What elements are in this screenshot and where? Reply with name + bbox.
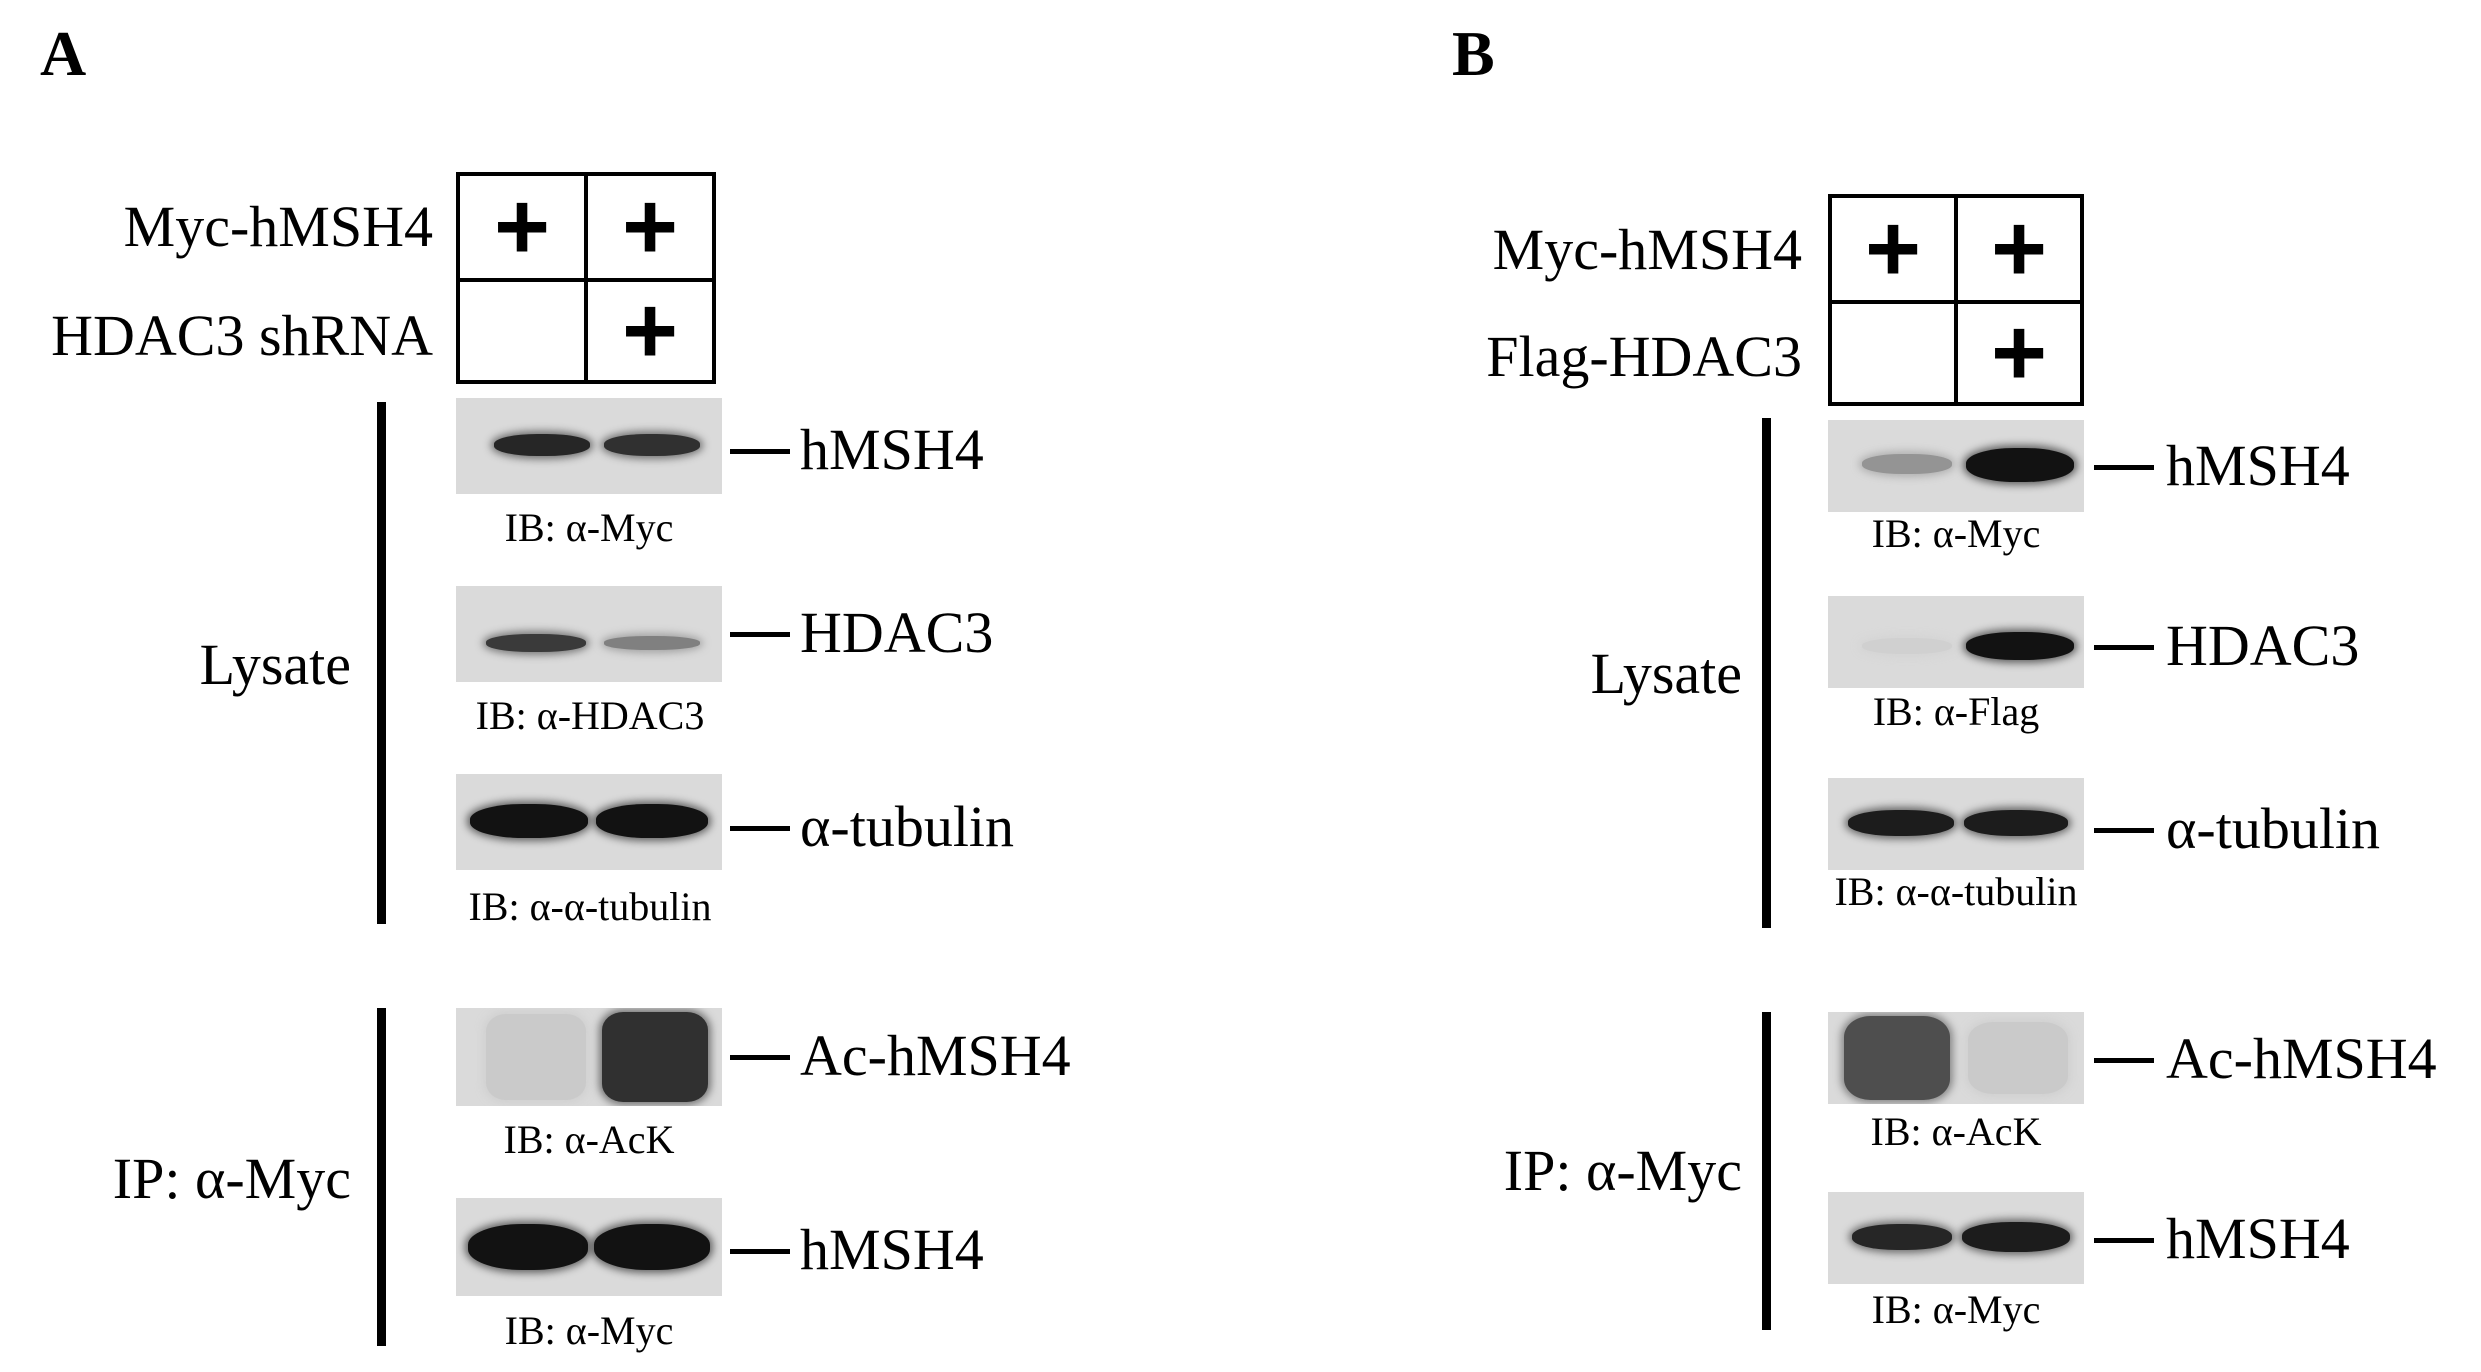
ib-label: IB: α-AcK — [1870, 1109, 2042, 1154]
condition-label-hdac3-shrna: HDAC3 shRNA — [51, 303, 433, 368]
group-label-lysate: Lysate — [1590, 641, 1742, 706]
grid-divider — [460, 278, 712, 282]
ib-label: IB: α-Myc — [504, 505, 674, 550]
ip-bracket — [377, 1008, 386, 1346]
marker-dash — [2094, 1238, 2154, 1243]
marker-dash — [730, 826, 790, 831]
plus-sign: + — [493, 173, 551, 280]
marker-dash — [2094, 465, 2154, 470]
western-blot — [456, 774, 722, 870]
ib-label: IB: α-α-tubulin — [1834, 869, 2078, 914]
blot-band — [1852, 1224, 1952, 1250]
blot-band — [1966, 632, 2074, 660]
group-label-lysate: Lysate — [199, 632, 351, 697]
marker-dash — [2094, 1058, 2154, 1063]
blot-band — [494, 434, 590, 456]
empty-cell — [460, 282, 584, 380]
ib-label: IB: α-Flag — [1872, 689, 2040, 734]
blot-band — [1862, 638, 1952, 654]
plus-sign: + — [621, 277, 679, 384]
western-blot — [1828, 1192, 2084, 1284]
empty-cell — [1832, 304, 1954, 402]
blot-band — [486, 634, 586, 652]
marker-dash — [730, 1249, 790, 1254]
western-blot — [1828, 778, 2084, 870]
protein-label: hMSH4 — [2166, 1206, 2350, 1271]
blot-band — [1968, 1022, 2068, 1094]
western-blot — [1828, 1012, 2084, 1104]
blot-band — [1862, 454, 1952, 474]
condition-label-myc-hmsh4: Myc-hMSH4 — [1492, 217, 1802, 282]
blot-band — [486, 1014, 586, 1100]
blot-band — [468, 1224, 588, 1270]
blot-band — [1844, 1016, 1950, 1100]
plus-sign: + — [1990, 195, 2048, 302]
ib-label: IB: α-Myc — [504, 1308, 674, 1353]
western-blot — [456, 1008, 722, 1106]
condition-grid: + + + — [456, 172, 716, 384]
marker-dash — [2094, 645, 2154, 650]
blot-band — [594, 1224, 710, 1270]
blot-band — [1964, 810, 2068, 836]
protein-label: Ac-hMSH4 — [800, 1023, 1071, 1088]
marker-dash — [730, 632, 790, 637]
protein-label: Ac-hMSH4 — [2166, 1026, 2437, 1091]
western-blot — [1828, 596, 2084, 688]
western-blot — [456, 398, 722, 494]
protein-label: α-tubulin — [2166, 796, 2381, 861]
ib-label: IB: α-α-tubulin — [468, 884, 712, 929]
plus-sign: + — [621, 173, 679, 280]
marker-dash — [730, 1055, 790, 1060]
condition-label-myc-hmsh4: Myc-hMSH4 — [123, 194, 433, 259]
lysate-bracket — [1762, 418, 1771, 928]
condition-grid: + + + — [1828, 194, 2084, 406]
blot-band — [470, 804, 588, 838]
grid-divider — [1832, 300, 2080, 304]
protein-label: HDAC3 — [2166, 613, 2360, 678]
blot-band — [604, 636, 700, 650]
ip-bracket — [1762, 1012, 1771, 1330]
condition-label-flag-hdac3: Flag-HDAC3 — [1486, 324, 1802, 389]
protein-label: HDAC3 — [800, 600, 994, 665]
ib-label: IB: α-Myc — [1871, 1287, 2041, 1332]
western-blot — [456, 1198, 722, 1296]
protein-label: hMSH4 — [800, 417, 984, 482]
plus-sign: + — [1990, 299, 2048, 406]
marker-dash — [2094, 828, 2154, 833]
ib-label: IB: α-AcK — [503, 1117, 675, 1162]
blot-band — [604, 434, 700, 456]
protein-label: hMSH4 — [2166, 433, 2350, 498]
lysate-bracket — [377, 402, 386, 924]
panel-letter-b: B — [1452, 18, 1495, 89]
blot-band — [1848, 810, 1954, 836]
ib-label: IB: α-Myc — [1871, 511, 2041, 556]
group-label-ip: IP: α-Myc — [112, 1146, 351, 1211]
blot-band — [602, 1012, 708, 1102]
western-blot — [1828, 420, 2084, 512]
blot-band — [1962, 1222, 2070, 1252]
ib-label: IB: α-HDAC3 — [475, 693, 705, 738]
plus-sign: + — [1864, 195, 1922, 302]
protein-label: hMSH4 — [800, 1217, 984, 1282]
blot-band — [1966, 448, 2074, 482]
protein-label: α-tubulin — [800, 794, 1015, 859]
marker-dash — [730, 449, 790, 454]
blot-band — [596, 804, 708, 838]
group-label-ip: IP: α-Myc — [1503, 1138, 1742, 1203]
panel-letter-a: A — [40, 18, 87, 89]
western-blot — [456, 586, 722, 682]
